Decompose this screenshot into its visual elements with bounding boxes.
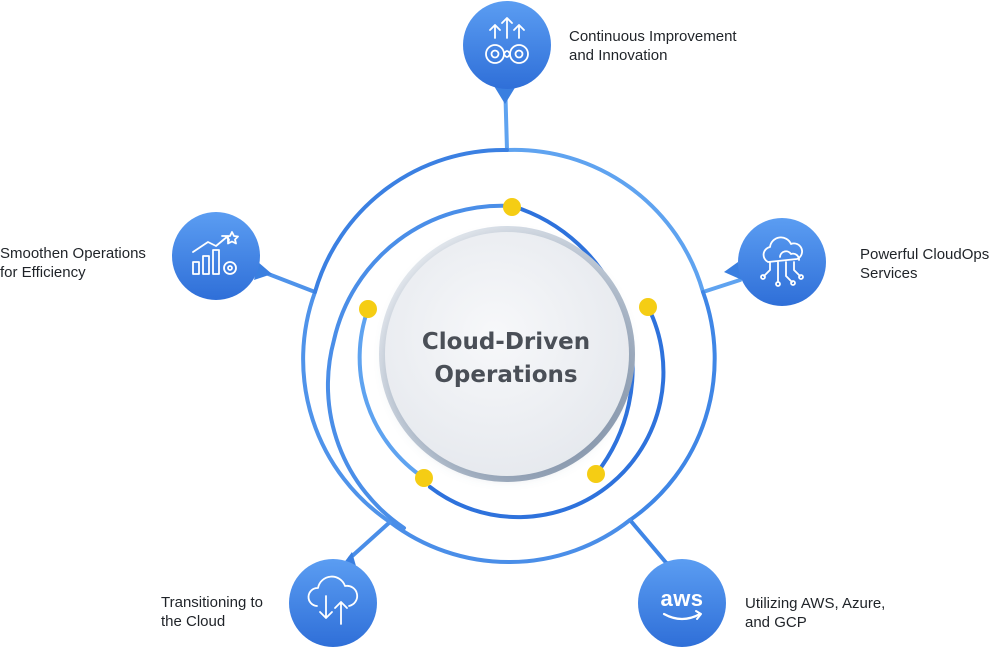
label-efficiency-line2: for Efficiency <box>0 264 86 281</box>
node-providers: aws <box>638 559 726 647</box>
connector-cloudops <box>628 290 717 567</box>
node-transition <box>289 552 377 647</box>
inner-track-lower <box>428 305 666 519</box>
center-title-line2: Operations <box>434 362 578 388</box>
label-cloudops: Powerful CloudOps Services <box>860 245 989 283</box>
inner-track-upper <box>325 203 514 530</box>
label-improvement-line1: Continuous Improvement <box>569 28 737 45</box>
aws-logo-text: aws <box>660 586 703 611</box>
connector-improvement <box>503 78 742 294</box>
connector-providers <box>348 518 632 564</box>
label-transition: Transitioning to the Cloud <box>161 593 263 631</box>
node-efficiency <box>172 212 272 300</box>
connector-efficiency <box>313 147 509 294</box>
track-dot <box>639 298 657 316</box>
track-dot <box>503 198 521 216</box>
label-providers-line1: Utilizing AWS, Azure, <box>745 595 886 612</box>
track-dot <box>359 300 377 318</box>
cloud-upload-download-icon <box>307 575 359 625</box>
track-dot <box>587 465 605 483</box>
label-providers-line2: and GCP <box>745 614 807 631</box>
connector-transition <box>256 268 392 524</box>
label-efficiency: Smoothen Operations for Efficiency <box>0 244 146 282</box>
label-cloudops-line1: Powerful CloudOps <box>860 246 990 263</box>
label-efficiency-line1: Smoothen Operations <box>0 245 146 262</box>
label-transition-line1: Transitioning to <box>161 594 263 611</box>
node-cloudops <box>724 218 826 306</box>
innovation-gears-icon <box>485 17 529 64</box>
aws-logo-icon: aws <box>660 586 703 621</box>
label-cloudops-line2: Services <box>860 265 918 282</box>
growth-chart-icon <box>192 231 239 275</box>
center-title-line1: Cloud-Driven <box>421 329 591 355</box>
label-providers: Utilizing AWS, Azure, and GCP <box>745 594 885 632</box>
label-improvement: Continuous Improvement and Innovation <box>569 27 737 65</box>
inner-track-mid <box>357 307 426 480</box>
track-dot <box>415 469 433 487</box>
cloud-network-icon <box>760 236 804 287</box>
center-title: Cloud-Driven Operations <box>406 326 606 392</box>
node-improvement <box>463 1 551 104</box>
center-disc <box>385 232 629 476</box>
label-transition-line2: the Cloud <box>161 613 226 630</box>
label-improvement-line2: and Innovation <box>569 47 668 64</box>
